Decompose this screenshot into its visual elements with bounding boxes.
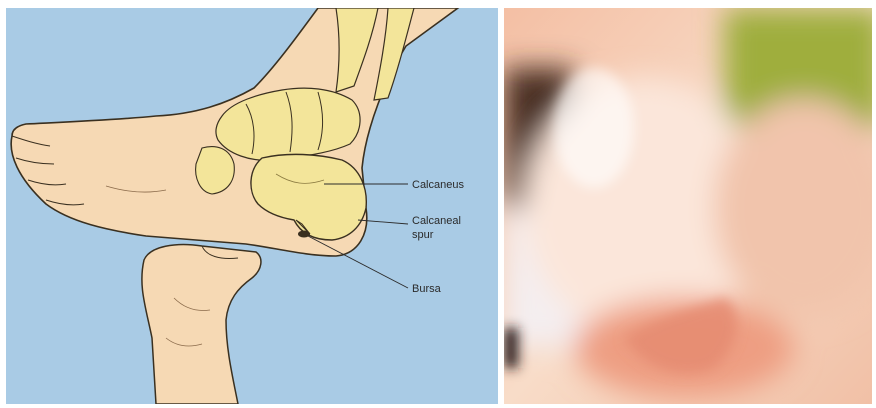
label-calcaneal-spur-line2: spur <box>412 229 434 241</box>
heel-photo-image <box>504 8 872 404</box>
heel-photo <box>504 8 872 404</box>
label-bursa: Bursa <box>412 283 442 295</box>
label-calcaneus: Calcaneus <box>412 179 464 191</box>
hand-shape <box>142 245 261 404</box>
heel-diagram: Calcaneus Calcaneal spur Bursa <box>6 8 498 404</box>
anatomy-illustration: Calcaneus Calcaneal spur Bursa <box>6 8 498 404</box>
label-calcaneal-spur-line1: Calcaneal <box>412 215 461 227</box>
